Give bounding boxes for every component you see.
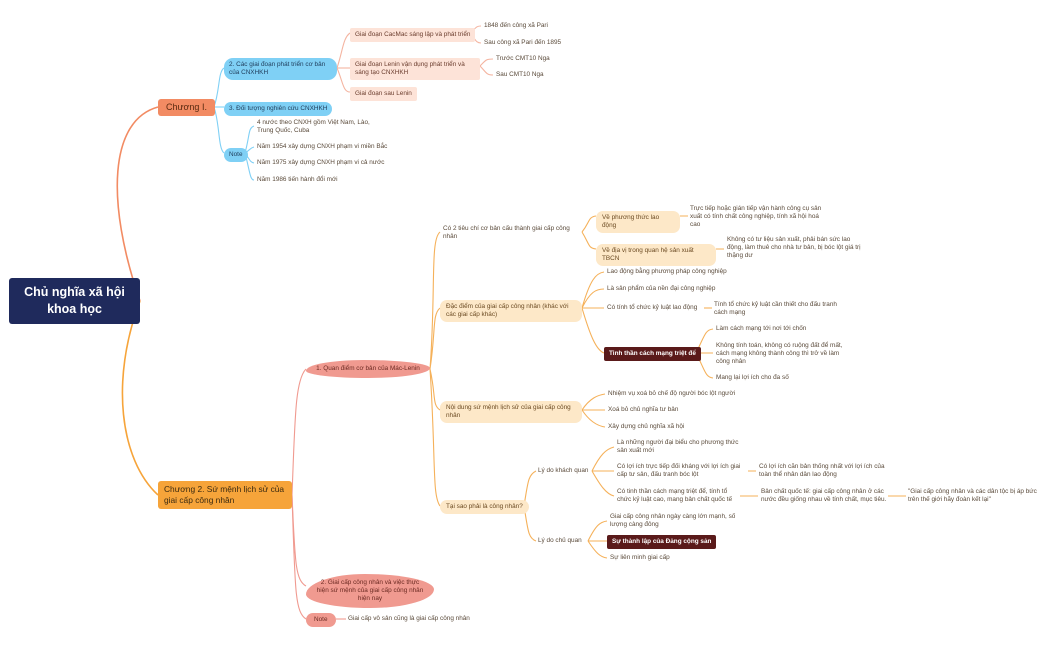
mission-item-1[interactable]: Nhiệm vụ xoá bỏ chế độ người bóc lột ngư… bbox=[608, 390, 736, 397]
criteria-position-node[interactable]: Về địa vị trong quan hệ sản xuất TBCN bbox=[596, 244, 716, 266]
chapter1-note-node[interactable]: Note bbox=[224, 148, 248, 162]
feature-item-2[interactable]: Là sản phẩm của nền đại công nghiệp bbox=[607, 285, 716, 292]
link-ch1-note bbox=[213, 106, 225, 154]
link-criteria-subs bbox=[581, 215, 597, 250]
subjective-item-2[interactable]: Sự thành lập của Đảng cộng sản bbox=[607, 535, 717, 549]
link-lenin-items bbox=[479, 58, 494, 76]
revolution-item-1[interactable]: Làm cách mạng tới nơi tới chốn bbox=[716, 325, 807, 332]
feature-revolution-node[interactable]: Tinh thần cách mạng triệt để bbox=[604, 347, 701, 361]
chapter2-note-text[interactable]: Giai cấp vô sản cũng là giai cấp công nh… bbox=[348, 615, 470, 622]
objective-spirit-desc[interactable]: Bản chất quốc tế: giai cấp công nhân ở c… bbox=[761, 488, 887, 503]
criteria-production-desc[interactable]: Trực tiếp hoặc gián tiếp vận hành công c… bbox=[690, 205, 822, 228]
criteria-node[interactable]: Có 2 tiêu chí cơ bản cấu thành giai cấp … bbox=[443, 225, 570, 240]
objective-quote[interactable]: "Giai cấp công nhân và các dân tộc bị áp… bbox=[908, 488, 1037, 503]
link-ch1-stages bbox=[213, 67, 225, 108]
link-ch2-note bbox=[291, 494, 307, 620]
features-node[interactable]: Đặc điểm của giai cấp công nhân (khác vớ… bbox=[440, 300, 582, 322]
mission-item-2[interactable]: Xoá bỏ chủ nghĩa tư bản bbox=[608, 406, 679, 413]
link-stages-after bbox=[336, 67, 351, 93]
objective-item-1[interactable]: Là những người đại biểu cho phương thức … bbox=[617, 439, 739, 454]
cacmac-item-2[interactable]: Sau công xã Pari đến 1895 bbox=[484, 39, 562, 46]
subjective-item-1[interactable]: Giai cấp công nhân ngày càng lớn mạnh, s… bbox=[610, 513, 736, 528]
link-objective-items bbox=[591, 446, 615, 497]
link-objective-descs bbox=[740, 470, 906, 497]
feature-discipline-desc[interactable]: Tính tổ chức kỷ luật cần thiết cho đấu t… bbox=[714, 301, 837, 316]
subjective-item-3[interactable]: Sự liên minh giai cấp bbox=[610, 554, 670, 561]
stage-cacmac-node[interactable]: Giai đoạn CacMac sáng lập và phát triển bbox=[350, 28, 476, 42]
subjective-node[interactable]: Lý do chủ quan bbox=[538, 537, 582, 544]
link-note-items bbox=[244, 125, 255, 181]
link-mission-items bbox=[581, 393, 606, 428]
objective-spirit-node[interactable]: Có tinh thần cách mạng triệt để, tính tổ… bbox=[617, 488, 733, 503]
note1-item-3[interactable]: Năm 1975 xây dựng CNXH phạm vi cả nước bbox=[257, 159, 385, 166]
link-features-subs bbox=[581, 271, 605, 354]
stage-after-lenin-node[interactable]: Giai đoạn sau Lenin bbox=[350, 87, 417, 101]
chapter2-node[interactable]: Chương 2. Sứ mệnh lịch sử của giai cấp c… bbox=[158, 481, 292, 509]
link-subjective-items bbox=[587, 520, 608, 559]
root-topic[interactable]: Chủ nghĩa xã hội khoa học bbox=[9, 278, 140, 324]
link-stages-cacmac bbox=[336, 32, 351, 69]
today-node[interactable]: 2. Giai cấp công nhân và việc thực hiện … bbox=[306, 574, 434, 608]
mission-node[interactable]: Nội dung sứ mệnh lịch sử của giai cấp cô… bbox=[440, 401, 582, 423]
lenin-item-2[interactable]: Sau CMT10 Nga bbox=[496, 71, 544, 78]
link-root-ch1 bbox=[116, 106, 159, 302]
stage-lenin-node[interactable]: Giai đoạn Lenin vận dụng phát triển và s… bbox=[350, 58, 480, 80]
revolution-item-3[interactable]: Mang lại lợi ích cho đa số bbox=[716, 374, 789, 381]
basic-view-node[interactable]: 1. Quan điểm cơ bản của Mác-Lenin bbox=[306, 360, 430, 378]
note1-item-2[interactable]: Năm 1954 xây dựng CNXH phạm vi miền Bắc bbox=[257, 143, 388, 150]
link-criteria-desc bbox=[680, 215, 724, 250]
object-node[interactable]: 3. Đối tượng nghiên cứu CNXHKH bbox=[224, 102, 333, 116]
link-ch2-today bbox=[291, 494, 307, 587]
link-root-ch2 bbox=[121, 300, 159, 496]
note1-item-4[interactable]: Năm 1986 tiến hành đổi mới bbox=[257, 176, 338, 183]
why-node[interactable]: Tại sao phải là công nhân? bbox=[440, 500, 529, 514]
note1-item-1[interactable]: 4 nước theo CNXH gồm Việt Nam, Lào, Trun… bbox=[257, 119, 370, 134]
mission-item-3[interactable]: Xây dựng chủ nghĩa xã hội bbox=[608, 423, 685, 430]
objective-item-2[interactable]: Có lợi ích trực tiếp đối kháng với lợi í… bbox=[617, 463, 741, 478]
lenin-item-1[interactable]: Trước CMT10 Nga bbox=[496, 55, 550, 62]
criteria-position-desc[interactable]: Không có tư liệu sản xuất, phải bán sức … bbox=[727, 236, 861, 259]
chapter2-note-node[interactable]: Note bbox=[306, 613, 336, 627]
objective-interest-desc[interactable]: Có lợi ích căn bản thống nhất với lợi íc… bbox=[759, 463, 885, 478]
link-ch2-basic bbox=[291, 368, 307, 496]
revolution-item-2[interactable]: Không tính toán, không có ruộng đất để m… bbox=[716, 342, 843, 365]
feature-discipline-node[interactable]: Có tính tổ chức kỷ luật lao động bbox=[607, 304, 698, 311]
criteria-production-node[interactable]: Về phương thức lao động bbox=[596, 211, 680, 233]
link-basic-subs bbox=[429, 231, 441, 507]
feature-item-1[interactable]: Lao động bằng phương pháp công nghiệp bbox=[607, 268, 727, 275]
objective-node[interactable]: Lý do khách quan bbox=[538, 467, 589, 474]
chapter1-node[interactable]: Chương I. bbox=[158, 99, 215, 117]
stages-node[interactable]: 2. Các giai đoạn phát triển cơ bản của C… bbox=[224, 58, 337, 80]
cacmac-item-1[interactable]: 1848 đến công xã Pari bbox=[484, 22, 548, 29]
